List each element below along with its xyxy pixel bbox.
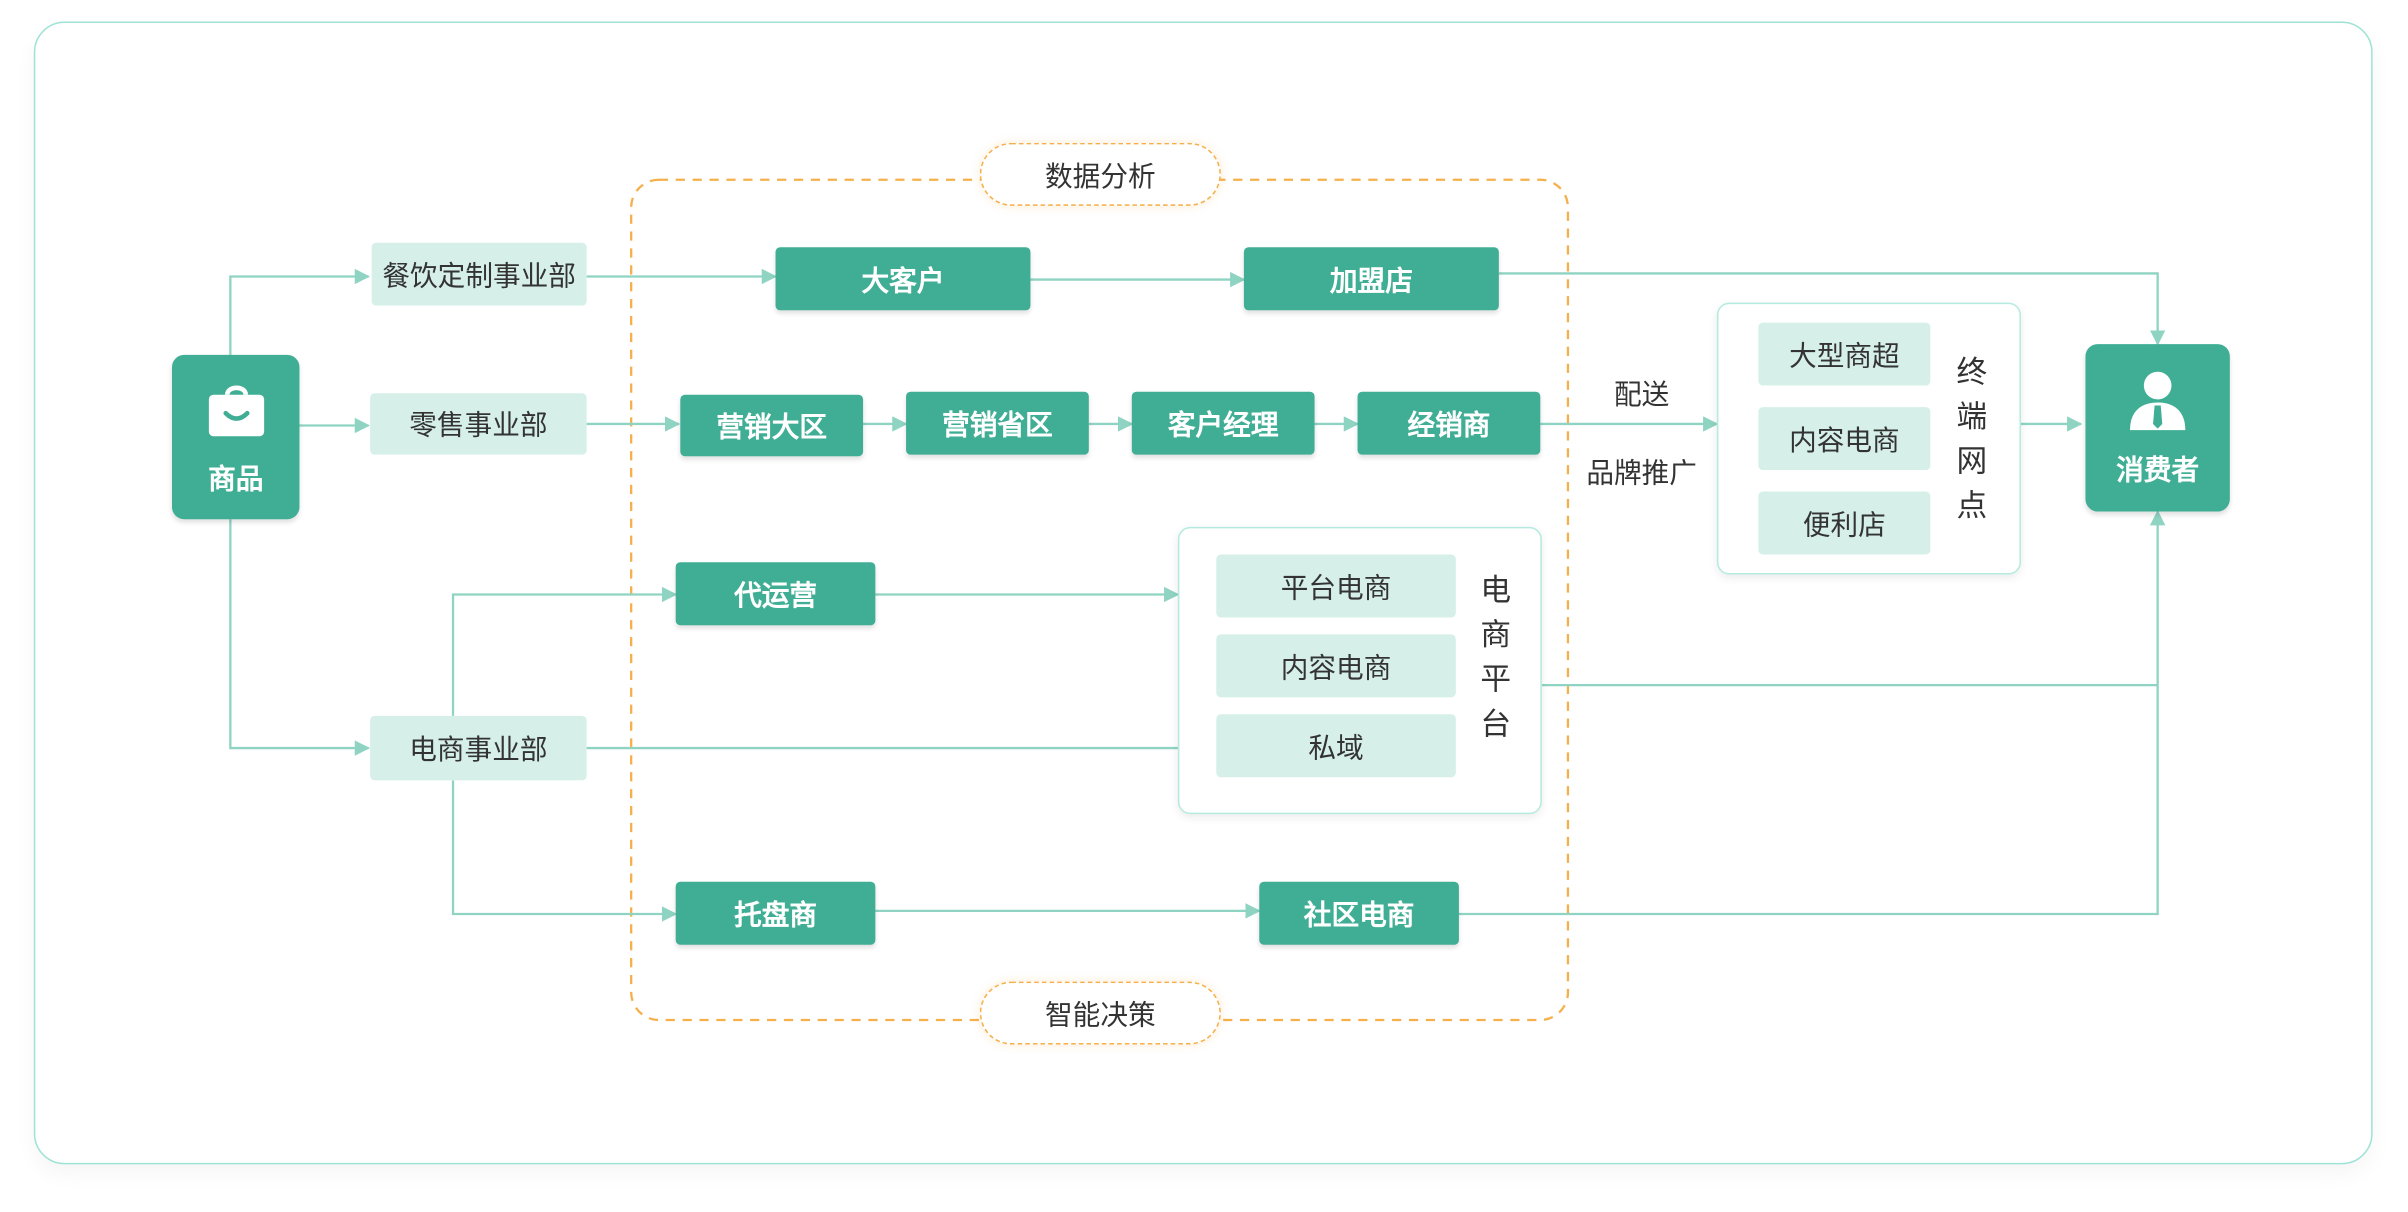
division-retail: 零售事业部 <box>370 393 587 455</box>
channel-account-manager: 客户经理 <box>1131 391 1315 455</box>
platform-title: 电 商 平 台 <box>1477 568 1514 746</box>
shopping-bag-icon <box>208 384 264 436</box>
channel-marketing-region: 营销大区 <box>680 394 864 457</box>
terminal-title-char: 端 <box>1956 397 1988 435</box>
person-icon <box>2130 370 2186 430</box>
channel-tray-merchant: 托盘商 <box>675 881 876 945</box>
channel-key-account: 大客户 <box>775 247 1031 311</box>
channel-agency-operation: 代运营 <box>675 562 876 626</box>
smart-decision-label: 智能决策 <box>979 981 1221 1045</box>
data-analysis-label: 数据分析 <box>979 142 1221 206</box>
terminal-title-char: 网 <box>1956 442 1988 480</box>
division-catering: 餐饮定制事业部 <box>371 242 587 306</box>
consumer-node: 消费者 <box>2085 344 2230 512</box>
terminal-title-char: 点 <box>1956 486 1988 524</box>
edge-ecommerce-agency <box>451 586 678 716</box>
platform-title-char: 台 <box>1480 705 1512 742</box>
platform-item: 平台电商 <box>1216 554 1456 618</box>
channel-dealer: 经销商 <box>1357 391 1541 455</box>
edge-ecommerce-tray <box>451 780 678 922</box>
edge-source-catering <box>229 268 371 355</box>
platform-title-char: 商 <box>1480 615 1512 653</box>
source-label: 商品 <box>208 463 264 496</box>
channel-community-ecommerce: 社区电商 <box>1259 881 1459 945</box>
source-node: 商品 <box>171 354 300 520</box>
terminal-title: 终 端 网 点 <box>1953 350 1990 528</box>
division-ecommerce: 电商事业部 <box>370 715 587 781</box>
terminal-item: 大型商超 <box>1758 322 1931 386</box>
platform-item: 内容电商 <box>1216 634 1456 698</box>
edge-community-consumer <box>1458 509 2166 916</box>
delivery-label: 配送 <box>1614 379 1670 412</box>
brand-promotion-label: 品牌推广 <box>1586 457 1697 491</box>
edge-source-ecommerce <box>229 519 371 756</box>
consumer-label: 消费者 <box>2116 453 2200 487</box>
terminal-title-char: 终 <box>1956 353 1988 391</box>
terminal-item: 便利店 <box>1758 491 1931 555</box>
terminal-item: 内容电商 <box>1758 407 1931 471</box>
platform-item: 私域 <box>1216 714 1456 778</box>
platform-title-char: 平 <box>1480 660 1512 698</box>
channel-franchise: 加盟店 <box>1243 247 1499 311</box>
platform-title-char: 电 <box>1480 571 1512 609</box>
channel-marketing-province: 营销省区 <box>906 391 1089 455</box>
edge-franchise-consumer <box>1498 272 2166 346</box>
